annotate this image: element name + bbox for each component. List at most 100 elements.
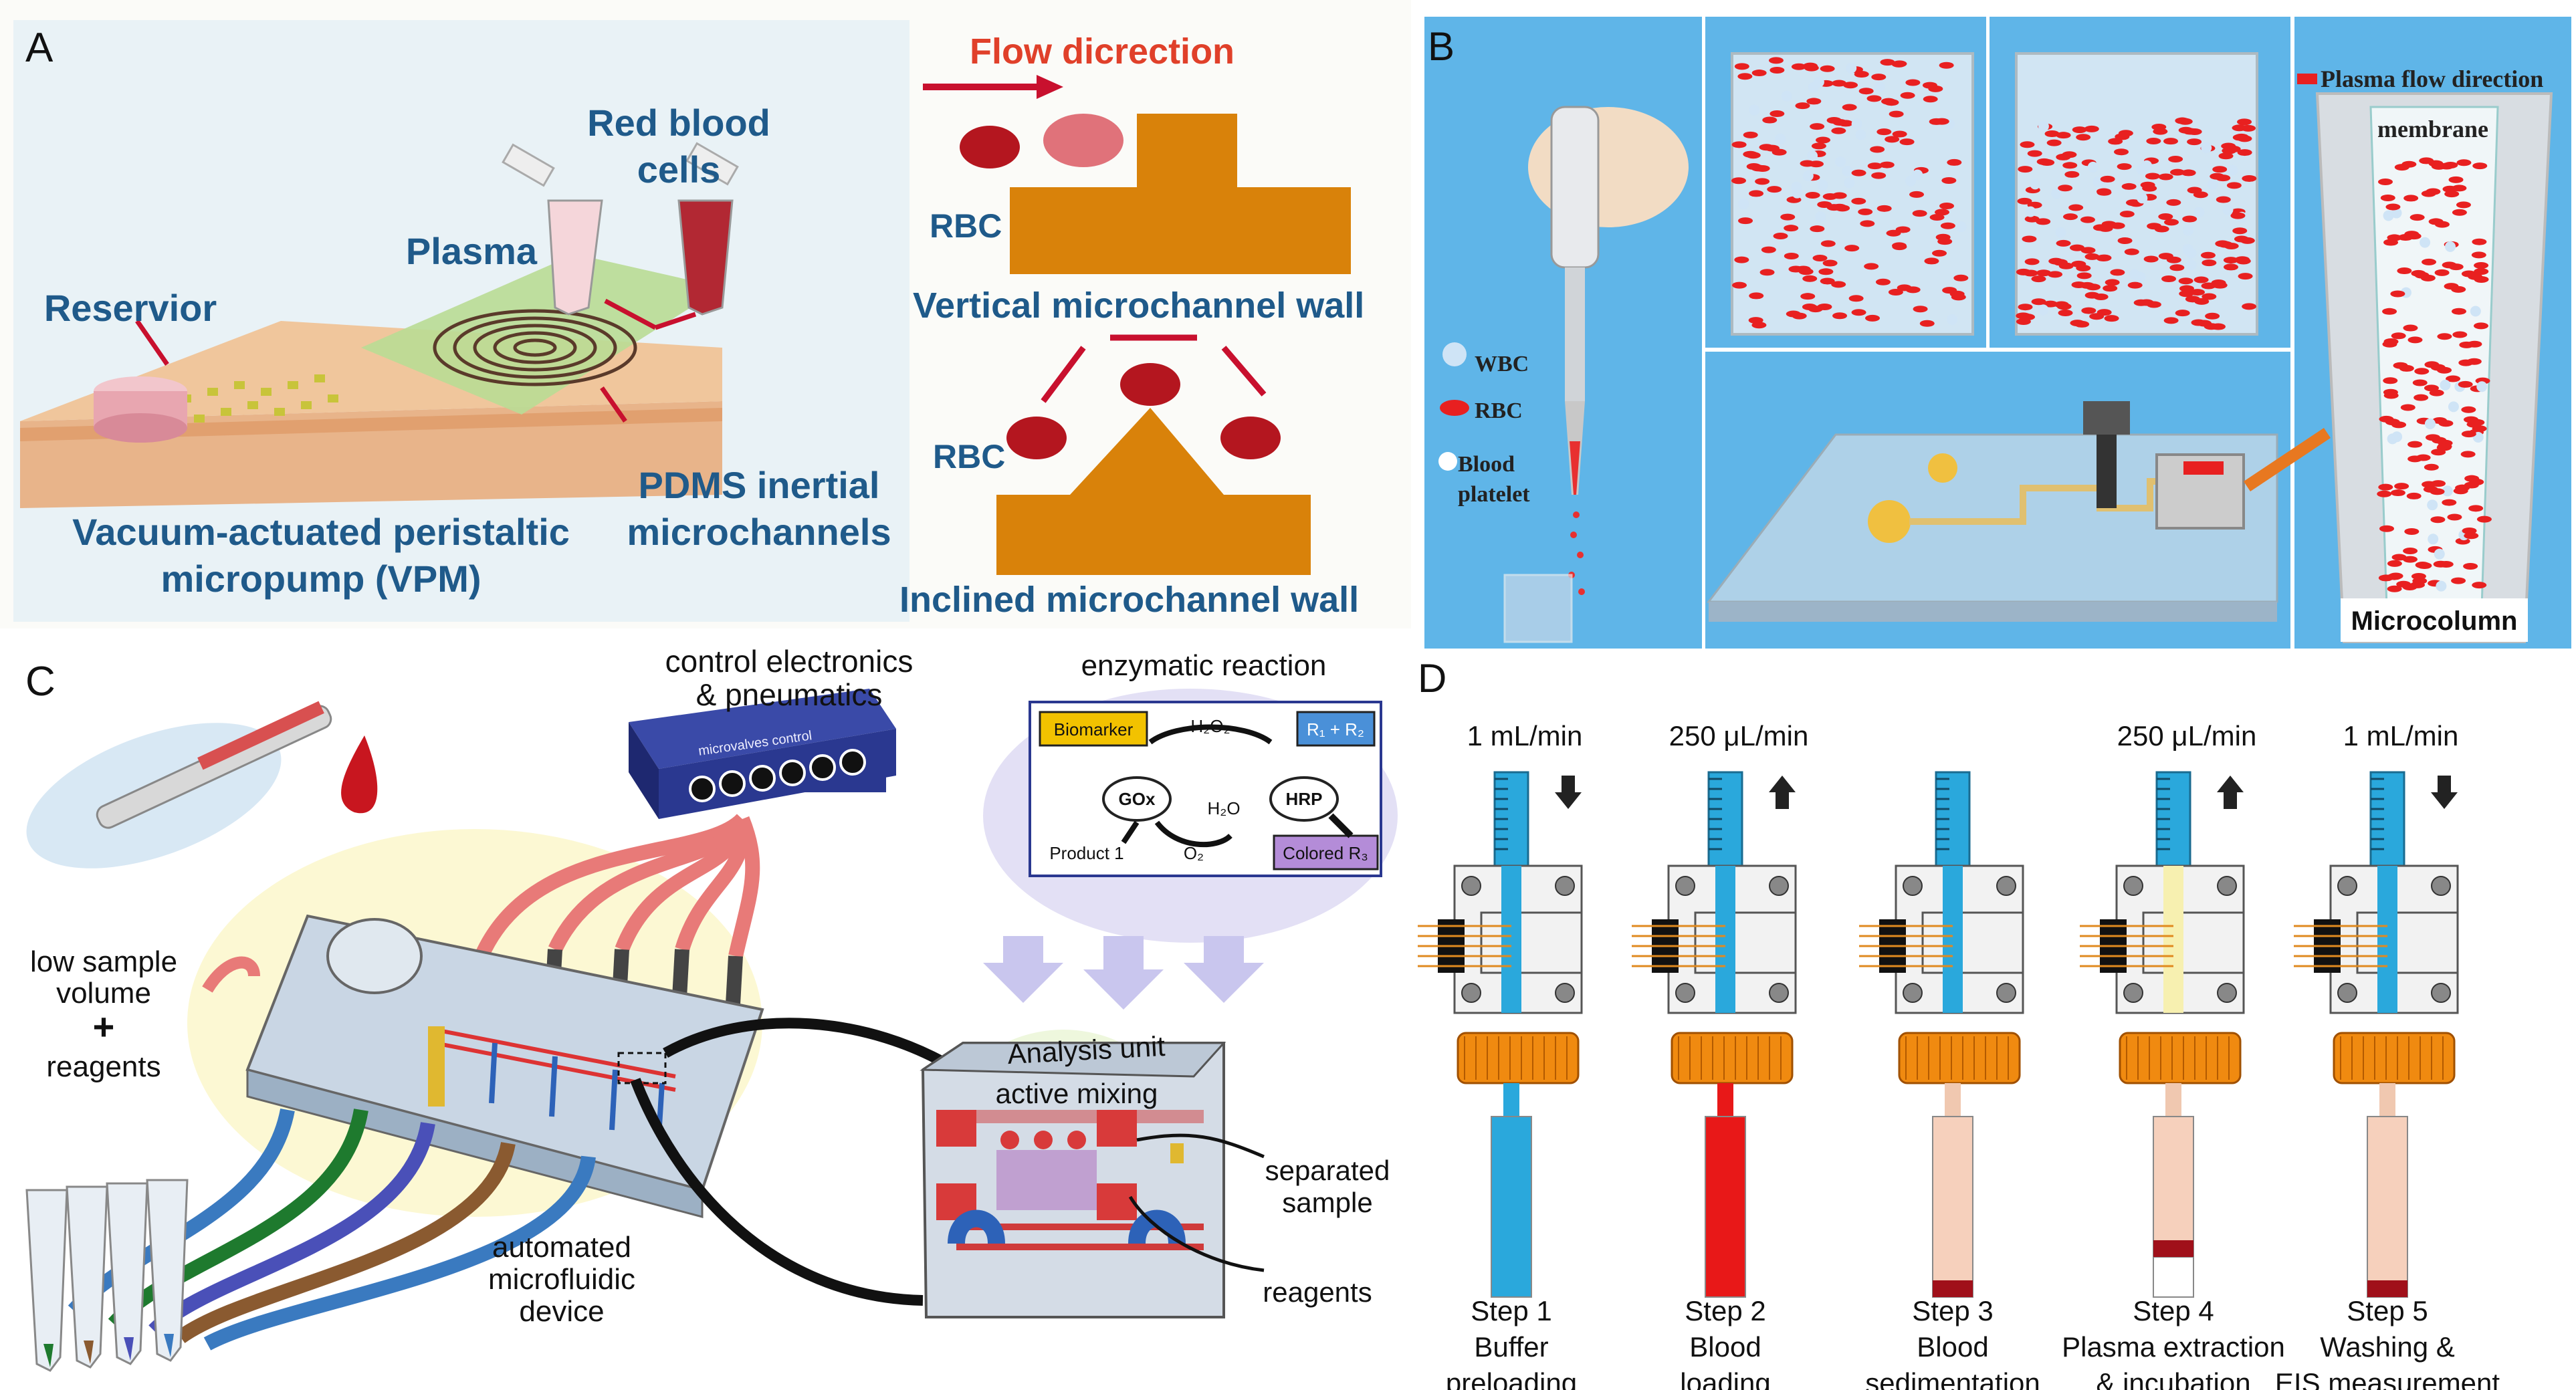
- h2o-label: H₂O: [1207, 798, 1240, 818]
- reagents-label: reagents: [1263, 1276, 1372, 1308]
- rbc-cell: [2452, 209, 2467, 216]
- wbc-cell: [2207, 179, 2218, 190]
- rbc-label-bottom: RBC: [933, 438, 1005, 475]
- rbc-cell: [2031, 298, 2046, 306]
- screw-icon: [2123, 983, 2143, 1003]
- blood-drop-icon: [341, 735, 378, 814]
- plasma-flow-arrow-icon: [2297, 74, 2317, 84]
- up-arrow-icon: [1769, 776, 1796, 809]
- rbc-cell: [2448, 176, 2464, 183]
- wbc-cell: [1912, 169, 1923, 181]
- plasma-flow-label: Plasma flow direction: [2321, 66, 2543, 92]
- step-label-line: & incubation: [2096, 1367, 2250, 1390]
- panel-b-figure: B WBC RBC Blood platelet: [1424, 17, 2571, 649]
- rbc-cell: [2411, 573, 2426, 580]
- rbc-cell: [2394, 483, 2409, 490]
- rbc-cell: [2402, 584, 2418, 591]
- rbc-cell: [2438, 420, 2454, 427]
- spiral-channel-icon: [433, 309, 637, 386]
- rbc-cell: [2431, 162, 2446, 170]
- rbc-cell: [1737, 73, 1753, 80]
- rbc-cell: [2409, 214, 2425, 221]
- rbc-cell: [1734, 63, 1749, 70]
- r1r2-label: R₁ + R₂: [1307, 719, 1364, 739]
- rbc-legend-icon: [1440, 400, 1469, 416]
- rbc-cell: [2179, 290, 2194, 298]
- rbc-cell: [1844, 245, 1860, 252]
- inclined-wall-shape: [996, 408, 1311, 575]
- wbc-cell: [2185, 259, 2197, 271]
- rbc-cell: [2127, 281, 2143, 289]
- wbc-cell: [1808, 82, 1819, 93]
- rbc-cell: [2474, 268, 2489, 275]
- low-sample-label-1: low sample: [30, 945, 177, 978]
- rbc-cell: [2202, 293, 2217, 300]
- rbc-cell: [1773, 233, 1788, 240]
- pdms-label-1: PDMS inertial: [639, 464, 880, 506]
- rbc-cell: [1802, 304, 1817, 311]
- rbc-cell: [1743, 131, 1758, 138]
- device-label-3: device: [519, 1295, 604, 1328]
- rbc-cell: [2234, 133, 2249, 140]
- blood-box-2: [2015, 52, 2258, 336]
- rbc-cell: [1820, 277, 1835, 285]
- wbc-cell: [1781, 90, 1792, 102]
- rbc-cell: [2070, 244, 2085, 251]
- rbc-cell: [2460, 451, 2476, 458]
- rbc-cell: [1880, 59, 1895, 66]
- rbc-cell: [2062, 162, 2078, 169]
- rbc-cell: [2056, 239, 2071, 247]
- rbc-cell: [2434, 221, 2450, 228]
- rbc-cell: [1811, 142, 1826, 150]
- rbc-cell: [2413, 394, 2429, 401]
- rbc-cell: [2466, 421, 2482, 428]
- rbc-cell: [1892, 242, 1907, 249]
- rbc-cell: [2018, 304, 2033, 311]
- rbc-cell: [2062, 151, 2077, 158]
- rbc-cell: [1909, 191, 1925, 198]
- rbc-cell: [2036, 158, 2052, 165]
- rbc-cell: [2453, 487, 2468, 495]
- wbc-cell: [1846, 62, 1857, 74]
- rbc-cell: [1935, 209, 1950, 216]
- wbc-cell: [2427, 499, 2438, 511]
- rbc-cell: [2158, 173, 2173, 181]
- screw-icon: [1555, 876, 1575, 896]
- rbc-cell: [2223, 257, 2238, 264]
- rbc-cell: [1875, 278, 1891, 285]
- panel-d-letter: D: [1418, 656, 1446, 701]
- wbc-cell: [1815, 211, 1826, 223]
- screw-icon: [1996, 983, 2016, 1003]
- screw-icon: [1769, 983, 1789, 1003]
- rbc-cell: [2100, 175, 2115, 183]
- rbc-cell-icon: [1120, 363, 1180, 406]
- rbc-cell: [2237, 149, 2252, 156]
- rbc-cell: [2232, 227, 2248, 235]
- rbc-cell: [2463, 562, 2478, 570]
- rbc-cell: [2158, 213, 2173, 220]
- rbc-cell: [2089, 313, 2105, 320]
- rbc-cell: [2467, 340, 2482, 348]
- rbc-cell: [1866, 95, 1882, 102]
- rbc-cell: [1848, 295, 1864, 302]
- rbc-cell: [1851, 197, 1866, 205]
- step-label-line: Plasma extraction: [2062, 1331, 2285, 1363]
- step-label-line: sedimentation: [1865, 1367, 2040, 1390]
- rbc-cell: [2242, 175, 2257, 182]
- wbc-cell: [1835, 156, 1846, 168]
- wbc-cell: [2420, 237, 2431, 248]
- rbc-cell: [2056, 303, 2072, 310]
- wbc-cell: [2038, 120, 2049, 132]
- rbc-cell: [2216, 196, 2231, 203]
- enzymatic-label: enzymatic reaction: [1081, 649, 1327, 682]
- screw-icon: [1996, 876, 2016, 896]
- rbc-cell: [1806, 98, 1822, 105]
- rbc-burst-icon: [1043, 114, 1123, 167]
- rbc-cell: [2081, 307, 2097, 314]
- rbc-cell: [1786, 310, 1801, 318]
- plasma-tube-icon: [502, 143, 603, 316]
- rbc-cell: [2407, 441, 2423, 448]
- rbc-cell: [2068, 204, 2084, 211]
- wbc-cell: [2201, 142, 2212, 154]
